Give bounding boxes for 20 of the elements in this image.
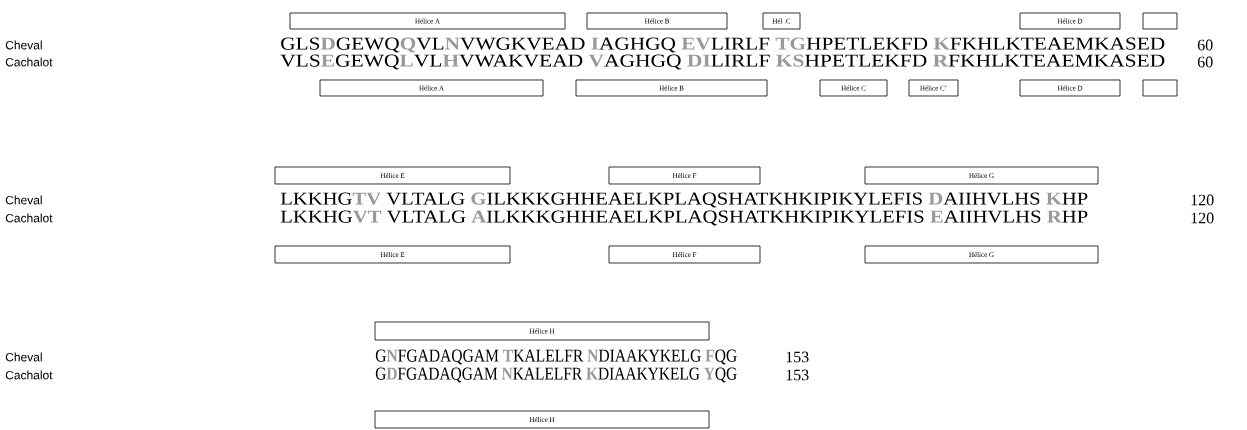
residue-number: 60 <box>1197 56 1213 68</box>
residue-number: 120 <box>1191 212 1214 224</box>
sequence: GDFGADAQGAM NKALELFR KDIAAKYKELG YQG <box>375 367 737 383</box>
species-name: Cachalot <box>5 57 53 67</box>
species-name: Cachalot <box>5 213 53 223</box>
empty-box <box>1142 12 1178 30</box>
residue-number: 153 <box>786 351 809 363</box>
species-name: Cheval <box>5 40 42 50</box>
sequence: GLSDGEWQQVLNVWGKVEAD IAGHGQ EVLIRLF TGHPETLEKFD KFKHLKTEAEMKASED <box>281 37 1165 53</box>
residue-number: 60 <box>1197 39 1213 51</box>
sequence: LKKHGTV VLTALG GILKKKGHHEAELKPLAQSHATKHKIPIKYLEFIS DAIIHVLHS KHP <box>280 192 1088 208</box>
sequence: VLSEGEWQLVLHVWAKVEAD VAGHGQ DILIRLF KSHPETLEKFD RFKHLKTEAEMKASED <box>280 54 1165 70</box>
species-name: Cachalot <box>5 370 53 380</box>
empty-box <box>1142 79 1178 97</box>
sequence: GNFGADAQGAM TKALELFR NDIAAKYKELG FQG <box>375 349 737 365</box>
residue-number: 120 <box>1191 194 1214 206</box>
species-name: Cheval <box>5 195 42 205</box>
species-name: Cheval <box>5 352 42 362</box>
sequence: LKKHGVT VLTALG AILKKKGHHEAELKPLAQSHATKHKIPIKYLEFIS EAIIHVLHS RHP <box>280 210 1088 226</box>
residue-number: 153 <box>786 369 809 381</box>
